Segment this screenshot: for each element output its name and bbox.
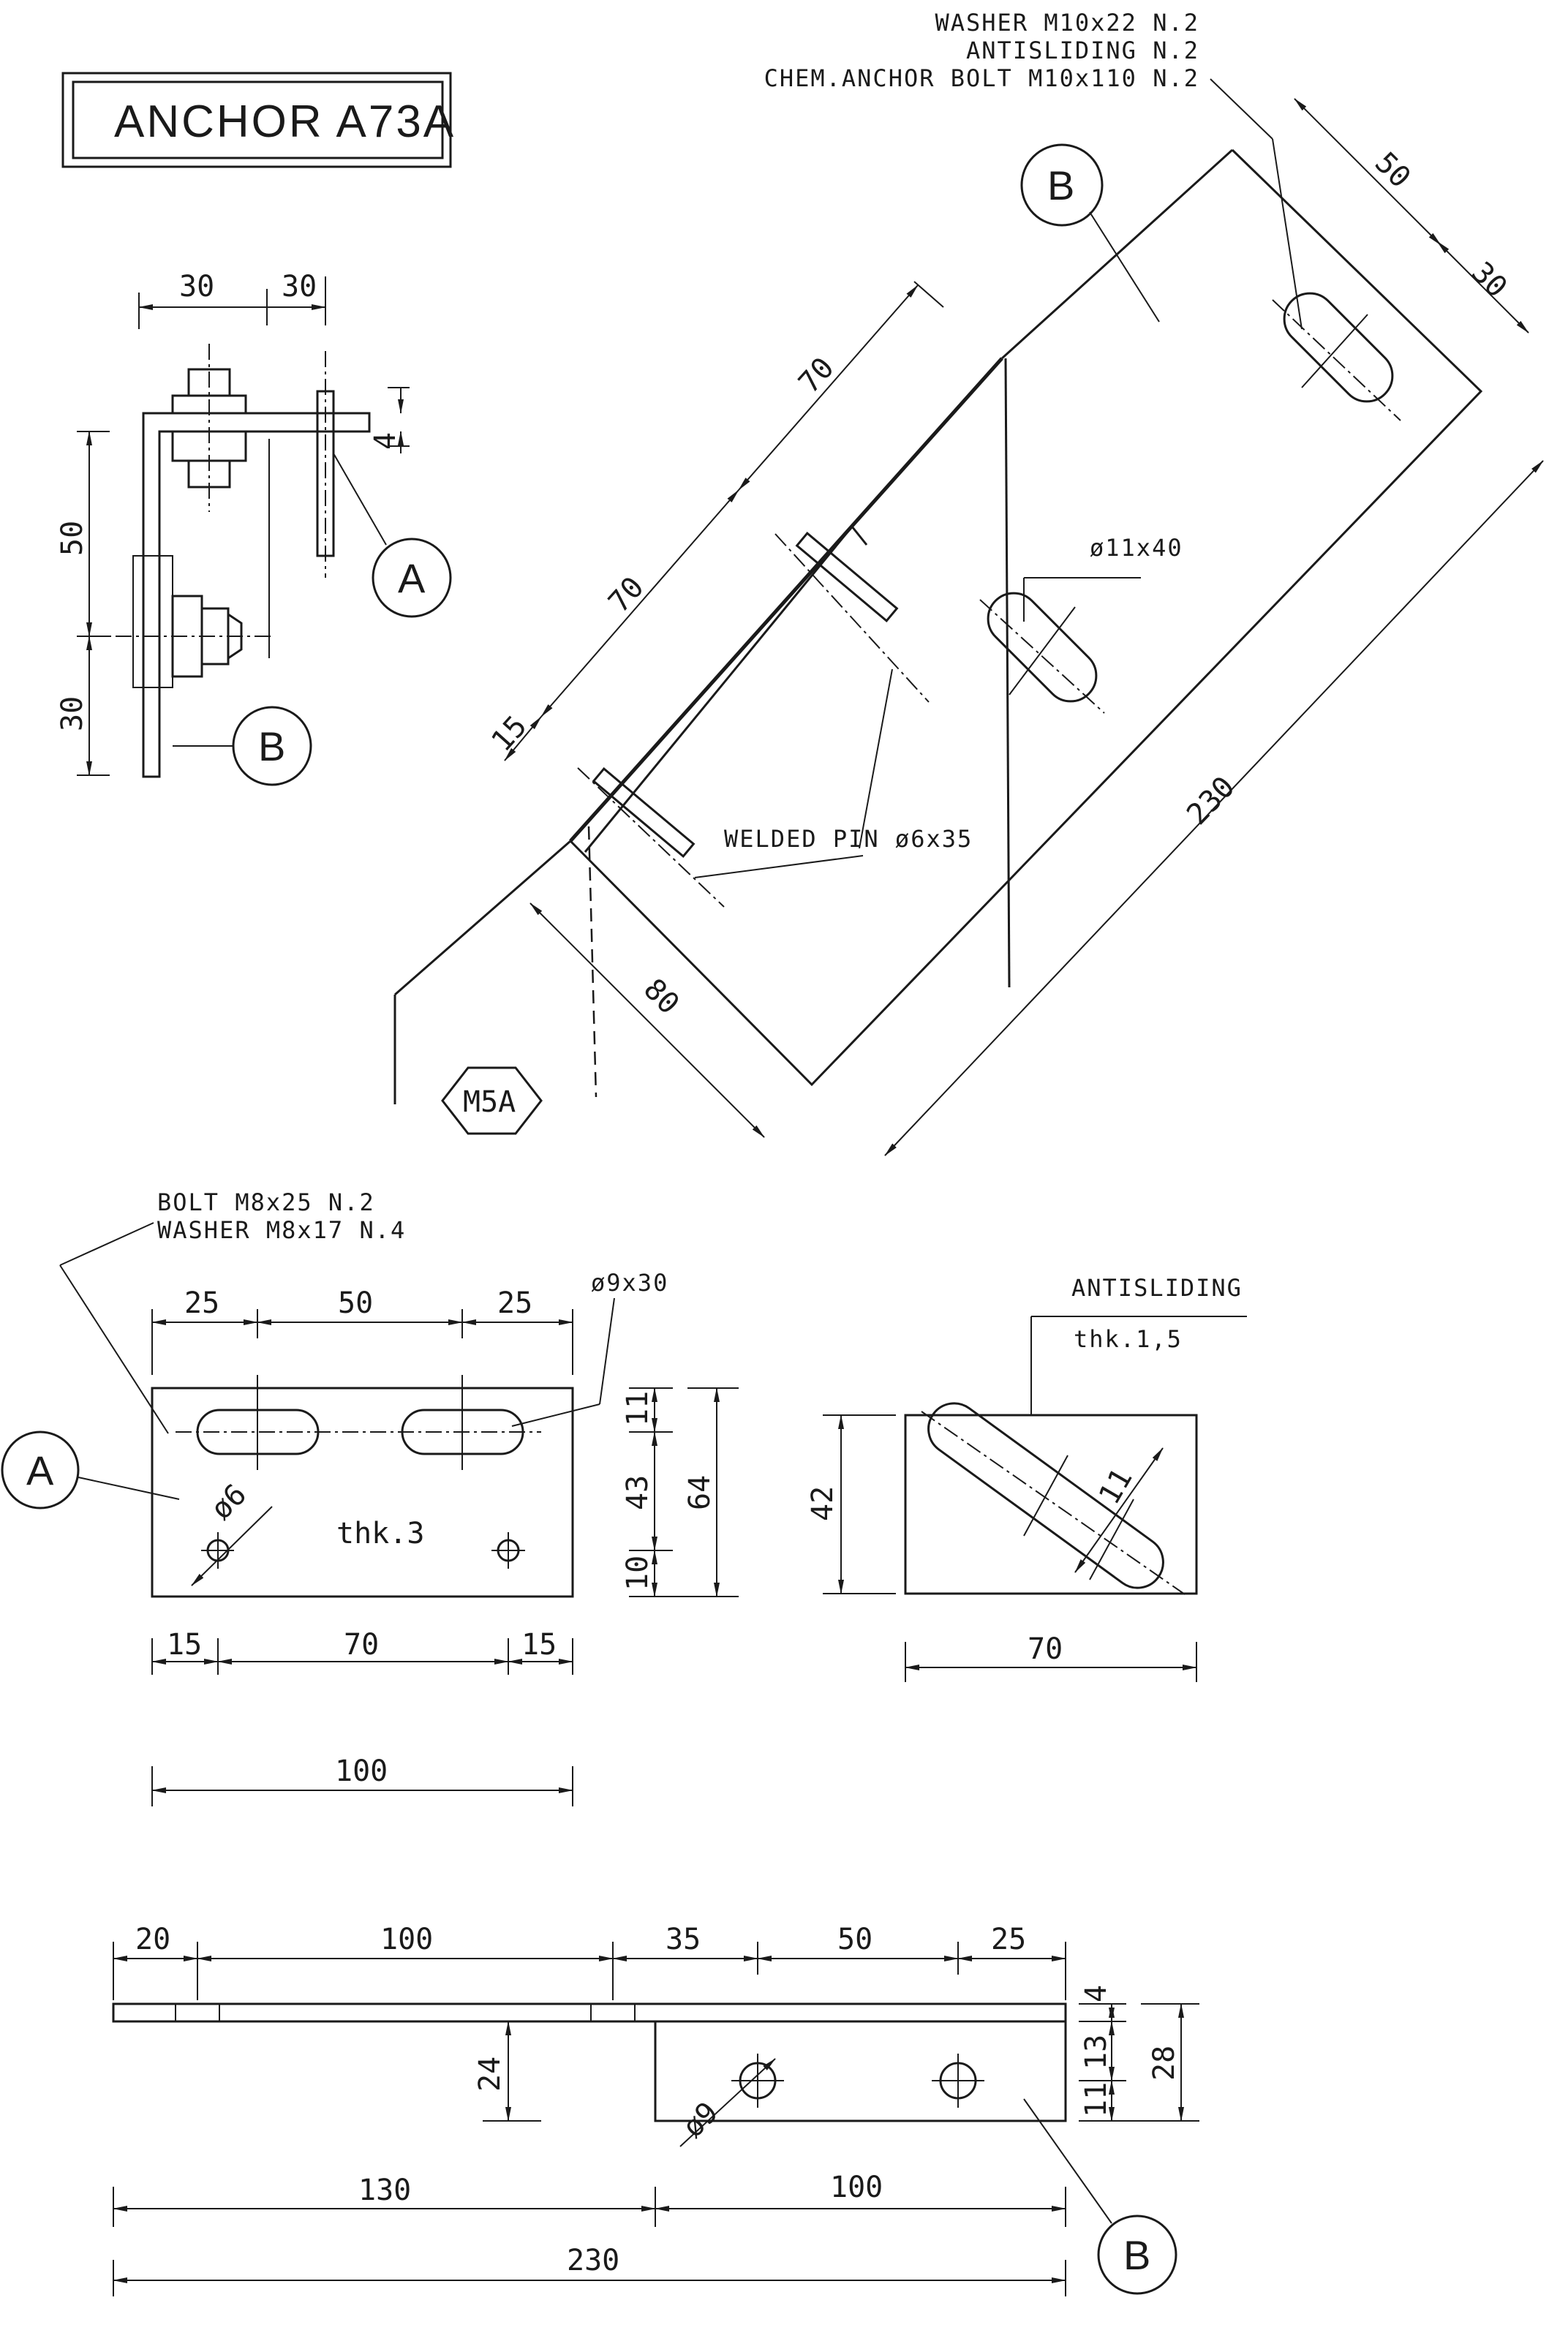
callout-b-circle bbox=[1097, 2215, 1177, 2295]
dim-b-50: 50 bbox=[837, 1923, 872, 1956]
label-hole-9: ø9 bbox=[676, 2095, 725, 2144]
dim-a-50: 50 bbox=[338, 1286, 373, 1320]
dim-iso-30: 30 bbox=[1465, 256, 1514, 305]
label-thk-1-5: thk.1,5 bbox=[1074, 1325, 1183, 1353]
note-washer: WASHER M10x22 N.2 bbox=[935, 9, 1199, 37]
label-antisliding: ANTISLIDING bbox=[1071, 1274, 1243, 1302]
dim-a-70: 70 bbox=[344, 1628, 379, 1662]
callout-b-circle bbox=[232, 706, 312, 786]
dim-a-15: 15 bbox=[167, 1628, 202, 1662]
dim-side-30: 30 bbox=[282, 270, 317, 304]
dim-a-15: 15 bbox=[521, 1628, 557, 1662]
dim-side-30: 30 bbox=[179, 270, 214, 304]
label-thk-3: thk.3 bbox=[336, 1517, 424, 1550]
plate-b-flange bbox=[112, 2002, 1067, 2023]
plate-a-outline bbox=[151, 1387, 574, 1598]
isometric-view: WASHER M10x22 N.2 ANTISLIDING N.2 CHEM.A… bbox=[393, 9, 1544, 1156]
part-code: M5A bbox=[463, 1085, 516, 1119]
dim-iso-230: 230 bbox=[1180, 770, 1241, 832]
dim-as-42: 42 bbox=[806, 1486, 840, 1521]
callout-a: A bbox=[398, 555, 426, 601]
dim-b-4: 4 bbox=[1079, 1985, 1113, 2002]
dim-b-11: 11 bbox=[1079, 2082, 1113, 2117]
dim-b-35: 35 bbox=[666, 1923, 701, 1956]
drawing-title: ANCHOR A73A bbox=[114, 97, 456, 147]
dim-iso-70: 70 bbox=[602, 570, 650, 619]
callout-b-circle bbox=[1020, 143, 1104, 227]
dim-a-25: 25 bbox=[497, 1286, 532, 1320]
plate-a-view: BOLT M8x25 N.2 WASHER M8x17 N.4 ø6 thk.3… bbox=[1, 1188, 739, 1806]
dim-iso-50: 50 bbox=[1368, 146, 1417, 195]
antisliding-view: ANTISLIDING thk.1,5 11 42 70 bbox=[806, 1274, 1247, 1682]
dim-side-50: 50 bbox=[56, 521, 89, 556]
title-block: ANCHOR A73A bbox=[61, 72, 456, 168]
dim-side-4: 4 bbox=[369, 432, 402, 450]
callout-a-circle bbox=[1, 1431, 80, 1509]
callout-a-circle bbox=[372, 538, 452, 618]
callout-b: B bbox=[1123, 2232, 1150, 2278]
label-slot-9x30: ø9x30 bbox=[591, 1269, 668, 1297]
side-view: 30 30 4 50 30 A B bbox=[56, 270, 452, 786]
dim-iso-70: 70 bbox=[792, 351, 840, 400]
dim-a-10: 10 bbox=[621, 1556, 655, 1591]
dim-b-100: 100 bbox=[830, 2171, 883, 2204]
dim-b-28: 28 bbox=[1147, 2046, 1181, 2081]
note-washer-m8: WASHER M8x17 N.4 bbox=[157, 1216, 406, 1244]
label-slot-11x40: ø11x40 bbox=[1090, 534, 1183, 562]
plate-b-view: ø9 20 100 35 50 25 24 4 13 11 bbox=[112, 1923, 1199, 2296]
antisliding-outline bbox=[904, 1414, 1198, 1595]
label-hole-6: ø6 bbox=[205, 1477, 254, 1526]
dim-b-100: 100 bbox=[380, 1923, 433, 1956]
label-welded-pin: WELDED PIN ø6x35 bbox=[724, 825, 973, 853]
dim-b-20: 20 bbox=[135, 1923, 170, 1956]
dim-iso-15: 15 bbox=[485, 709, 533, 758]
dim-b-13: 13 bbox=[1079, 2035, 1113, 2070]
callout-b: B bbox=[258, 723, 285, 769]
dim-a-43: 43 bbox=[621, 1475, 655, 1510]
note-antisliding: ANTISLIDING N.2 bbox=[966, 37, 1199, 64]
note-chem-anchor: CHEM.ANCHOR BOLT M10x110 N.2 bbox=[764, 64, 1199, 92]
dim-a-64: 64 bbox=[683, 1475, 717, 1510]
dim-b-24: 24 bbox=[473, 2057, 507, 2092]
plate-b-body bbox=[654, 2020, 1067, 2122]
dim-a-11: 11 bbox=[621, 1391, 655, 1426]
callout-b: B bbox=[1047, 162, 1074, 208]
note-bolt: BOLT M8x25 N.2 bbox=[157, 1188, 375, 1216]
dim-a-25: 25 bbox=[184, 1286, 219, 1320]
callout-a: A bbox=[26, 1447, 54, 1493]
dim-b-25: 25 bbox=[991, 1923, 1026, 1956]
code-hexagon bbox=[441, 1066, 543, 1135]
dim-as-70: 70 bbox=[1028, 1632, 1063, 1666]
dim-a-100: 100 bbox=[335, 1754, 388, 1788]
dim-iso-80: 80 bbox=[637, 973, 686, 1022]
dim-b-230: 230 bbox=[567, 2244, 619, 2277]
dim-b-130: 130 bbox=[358, 2174, 411, 2207]
dim-side-30: 30 bbox=[56, 696, 89, 731]
